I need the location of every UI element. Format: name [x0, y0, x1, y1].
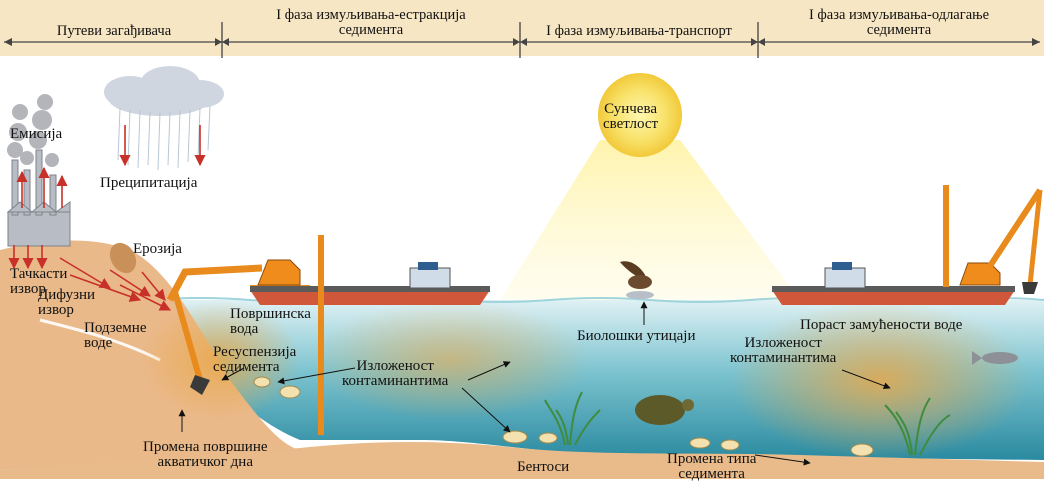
label-resuspension: Ресуспензија седимента — [213, 345, 296, 375]
label-diffuse-source: Дифузни извор — [38, 288, 95, 318]
phase-transport: I фаза измуљивања-транспорт — [520, 24, 758, 39]
label-erosion: Ерозија — [133, 242, 182, 257]
label-groundwater: Подземне воде — [84, 321, 146, 351]
label-benthos: Бентоси — [517, 460, 569, 475]
label-sediment-type-change: Промена типа седимента — [667, 452, 756, 482]
label-exposure-right: Изложеност контаминантима — [730, 336, 836, 366]
label-biological-effects: Биолошки утицаји — [577, 329, 696, 344]
phase-extraction: I фаза измуљивања-естракција седимента — [222, 8, 520, 38]
label-surface-water: Површинска вода — [230, 307, 311, 337]
label-sunlight: Сунчева светлост — [603, 102, 658, 132]
label-bottom-change: Промена површине акватичког дна — [143, 440, 268, 470]
phase-disposal: I фаза измуљивања-одлагање седимента — [758, 8, 1040, 38]
label-emission: Емисија — [10, 127, 62, 142]
label-exposure-left: Изложеност контаминантима — [342, 359, 448, 389]
phase-pathways: Путеви загађивача — [8, 24, 220, 39]
label-turbidity-increase: Пораст замућености воде — [800, 318, 962, 333]
label-precipitation: Преципитација — [100, 176, 197, 191]
